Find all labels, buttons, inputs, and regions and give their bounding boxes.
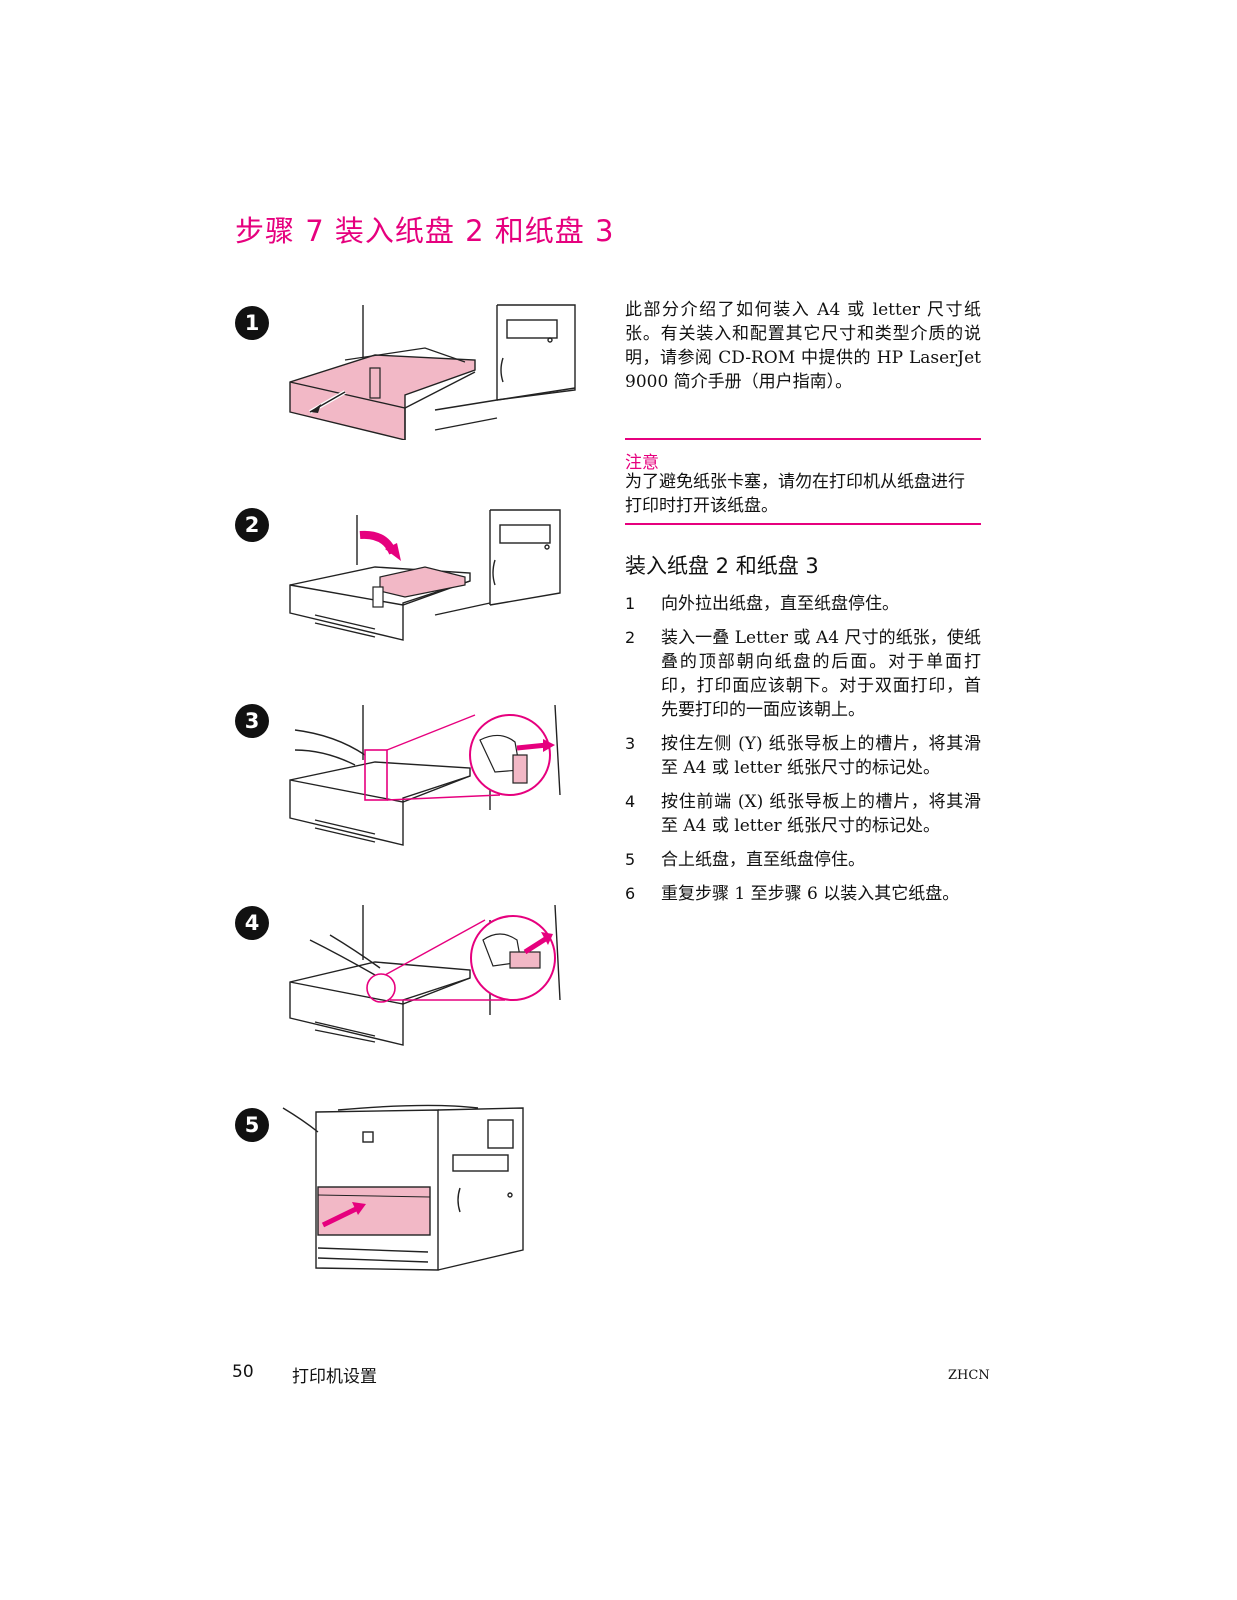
illustration-adjust-left-guide [289,704,561,846]
step-number: 6 [625,884,636,903]
list-item: 1 向外拉出纸盘，直至纸盘停住。 [625,592,981,616]
figure-badge-4: 4 [235,906,269,940]
list-item: 4 按住前端 (X) 纸张导板上的槽片，将其滑至 A4 或 letter 纸张尺… [625,790,981,838]
illustration-adjust-front-guide [289,904,561,1046]
step-text: 装入一叠 Letter 或 A4 尺寸的纸张，使纸叠的顶部朝向纸盘的后面。对于单… [661,628,981,720]
illustration-close-tray [282,1104,524,1271]
step-text: 按住前端 (X) 纸张导板上的槽片，将其滑至 A4 或 letter 纸张尺寸的… [661,792,981,836]
step-text: 向外拉出纸盘，直至纸盘停住。 [661,594,899,614]
step-number: 5 [625,850,636,869]
step-number: 3 [625,734,636,753]
step-text: 合上纸盘，直至纸盘停住。 [661,850,865,870]
note-text: 为了避免纸张卡塞，请勿在打印机从纸盘进行打印时打开该纸盘。 [625,472,965,516]
note-top-rule [625,438,981,440]
footer-code: ZHCN [948,1368,990,1383]
figure-badge-3: 3 [235,704,269,738]
figure-badge-1: 1 [235,306,269,340]
page-title: 步骤 7 装入纸盘 2 和纸盘 3 [235,214,615,248]
note-label: 注意 [625,453,659,473]
step-text: 按住左侧 (Y) 纸张导板上的槽片，将其滑至 A4 或 letter 纸张尺寸的… [661,734,981,778]
section-heading: 装入纸盘 2 和纸盘 3 [625,554,819,578]
list-item: 3 按住左侧 (Y) 纸张导板上的槽片，将其滑至 A4 或 letter 纸张尺… [625,732,981,780]
steps-list: 1 向外拉出纸盘，直至纸盘停住。 2 装入一叠 Letter 或 A4 尺寸的纸… [625,592,981,916]
figure-badge-2: 2 [235,508,269,542]
figure-badge-5: 5 [235,1108,269,1142]
illustration-load-paper [289,509,561,641]
step-number: 4 [625,792,636,811]
illustration-pull-tray [289,304,576,440]
intro-paragraph: 此部分介绍了如何装入 A4 或 letter 尺寸纸张。有关装入和配置其它尺寸和… [625,300,981,392]
footer-section: 打印机设置 [292,1367,377,1387]
list-item: 5 合上纸盘，直至纸盘停住。 [625,848,981,872]
list-item: 2 装入一叠 Letter 或 A4 尺寸的纸张，使纸叠的顶部朝向纸盘的后面。对… [625,626,981,722]
list-item: 6 重复步骤 1 至步骤 6 以装入其它纸盘。 [625,882,981,906]
page-number: 50 [232,1362,254,1382]
step-number: 2 [625,628,636,647]
note-bottom-rule [625,523,981,525]
step-number: 1 [625,594,636,613]
step-text: 重复步骤 1 至步骤 6 以装入其它纸盘。 [661,884,960,904]
